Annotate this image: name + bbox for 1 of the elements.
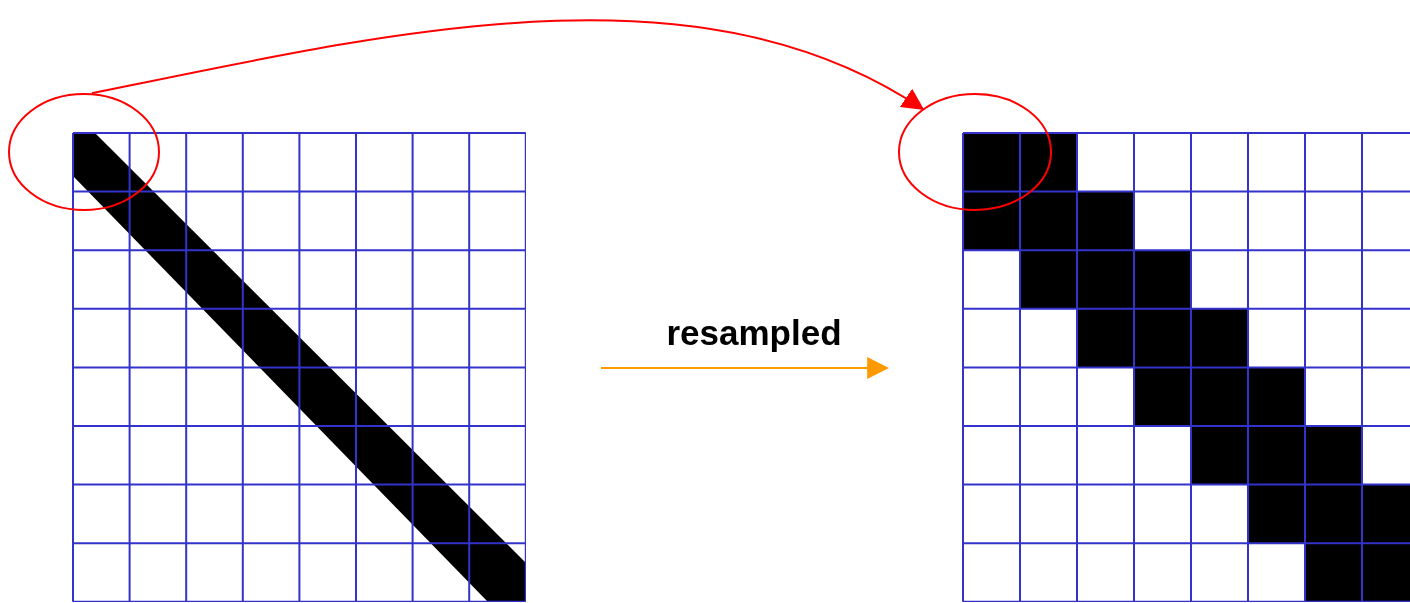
edge-label: resampled: [666, 313, 842, 353]
